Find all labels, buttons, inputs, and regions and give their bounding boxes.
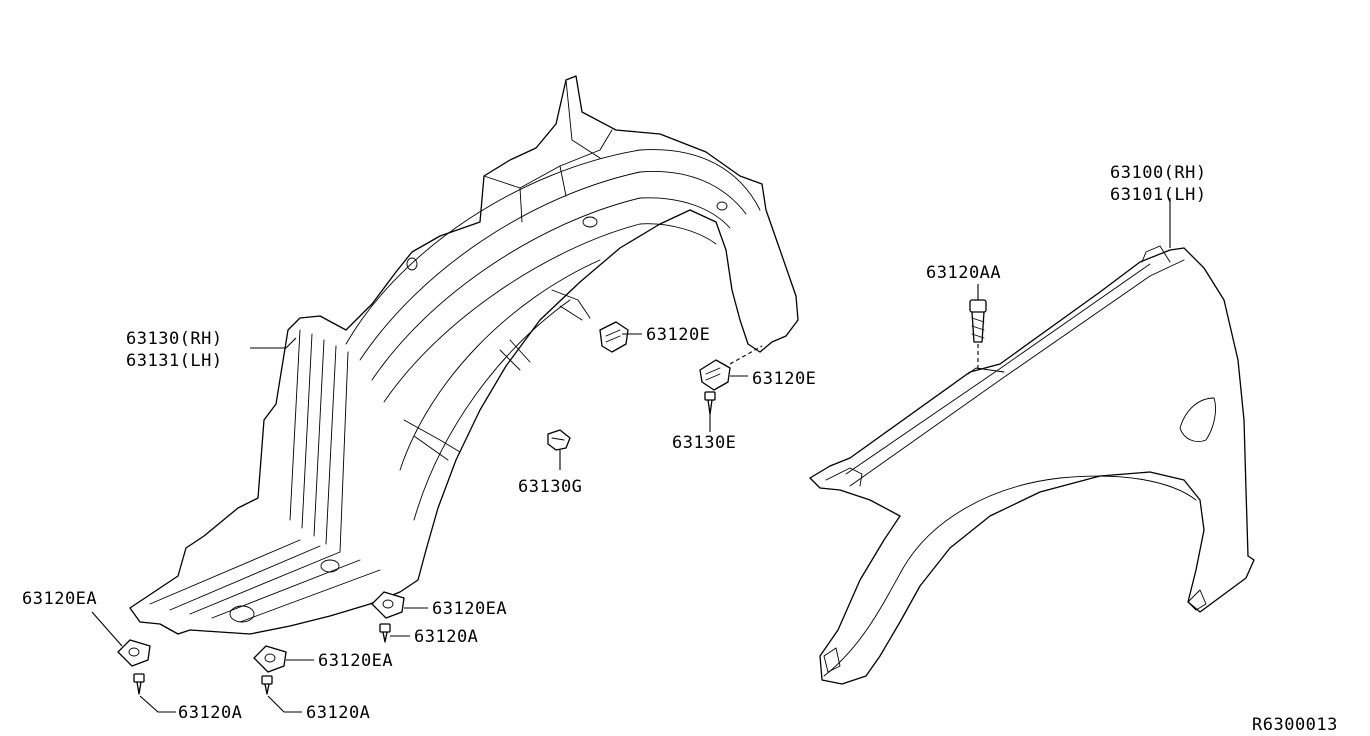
fender-arch-lip xyxy=(823,475,1197,677)
protector-rib-4 xyxy=(383,223,717,403)
fender-lower-tab xyxy=(1187,589,1207,611)
label-fender-rh: 63100(RH) xyxy=(1110,163,1207,183)
screw-63130E xyxy=(704,391,716,415)
protector-outline xyxy=(129,75,799,635)
protector-hole-3 xyxy=(582,216,598,228)
protector-top-flange xyxy=(565,79,601,159)
fender-flange xyxy=(825,367,1005,487)
leader-screw-left xyxy=(139,695,176,713)
protector-hole-4 xyxy=(406,257,418,271)
protector-hole-1 xyxy=(229,605,255,623)
label-grommet-63130G: 63130G xyxy=(518,477,582,497)
front-fender-illustration xyxy=(809,245,1255,685)
screw-63120A-right xyxy=(379,623,391,643)
fender-protector-illustration xyxy=(129,75,799,635)
protector-rib-3 xyxy=(371,197,731,381)
label-nut-63120EA-mid: 63120EA xyxy=(318,651,393,671)
protector-bracket-2 xyxy=(551,289,591,321)
label-fender-lh: 63101(LH) xyxy=(1110,185,1207,205)
nut-63120EA-mid xyxy=(253,645,287,673)
screw-63120A-left xyxy=(133,673,145,695)
fender-crease-1 xyxy=(849,259,1185,487)
protector-bracket-3 xyxy=(499,339,531,371)
fender-crease-2 xyxy=(845,263,1151,475)
leader-protector xyxy=(250,337,297,349)
fender-outline xyxy=(809,247,1255,685)
clip-dash-line xyxy=(729,345,763,365)
fender-side-marker-recess xyxy=(1179,397,1217,442)
label-protector-rh: 63130(RH) xyxy=(126,329,223,349)
label-clip-63120E-upper: 63120E xyxy=(646,325,710,345)
fender-front-tab xyxy=(823,647,841,673)
protector-leg-ribs xyxy=(289,329,349,553)
label-screw-63120A-mid: 63120A xyxy=(306,703,370,723)
label-screw-63130E: 63130E xyxy=(672,433,736,453)
protector-hole-5 xyxy=(716,201,728,211)
label-clip-63120E-lower: 63120E xyxy=(752,369,816,389)
protector-rib-1 xyxy=(345,149,761,345)
protector-rib-6 xyxy=(413,299,571,521)
leader-lines xyxy=(91,198,1171,713)
protector-hole-2 xyxy=(320,559,340,573)
nut-63120EA-left xyxy=(117,639,151,667)
clip-63120E-lower xyxy=(699,359,731,391)
label-nut-63120EA-left: 63120EA xyxy=(22,589,97,609)
protector-top-tab xyxy=(483,129,613,223)
label-protector-lh: 63131(LH) xyxy=(126,351,223,371)
protector-rib-2 xyxy=(359,171,747,361)
grommet-63130G xyxy=(547,429,571,451)
protector-floor-ribs xyxy=(149,539,381,623)
protector-bracket-1 xyxy=(403,419,461,461)
label-nut-63120EA-right: 63120EA xyxy=(432,599,507,619)
bolt-63120AA xyxy=(969,299,987,343)
screw-63120A-mid xyxy=(261,675,273,695)
leader-screw-mid xyxy=(267,695,302,713)
label-screw-63120A-left: 63120A xyxy=(178,703,242,723)
label-bolt-63120AA: 63120AA xyxy=(926,263,1001,283)
clip-63120E-upper xyxy=(599,321,629,353)
label-screw-63120A-right: 63120A xyxy=(414,627,478,647)
fender-rear-tab xyxy=(1141,245,1171,263)
leader-nut-left xyxy=(91,611,123,647)
diagram-reference-code: R6300013 xyxy=(1252,715,1338,735)
nut-63120EA-right xyxy=(371,591,405,619)
